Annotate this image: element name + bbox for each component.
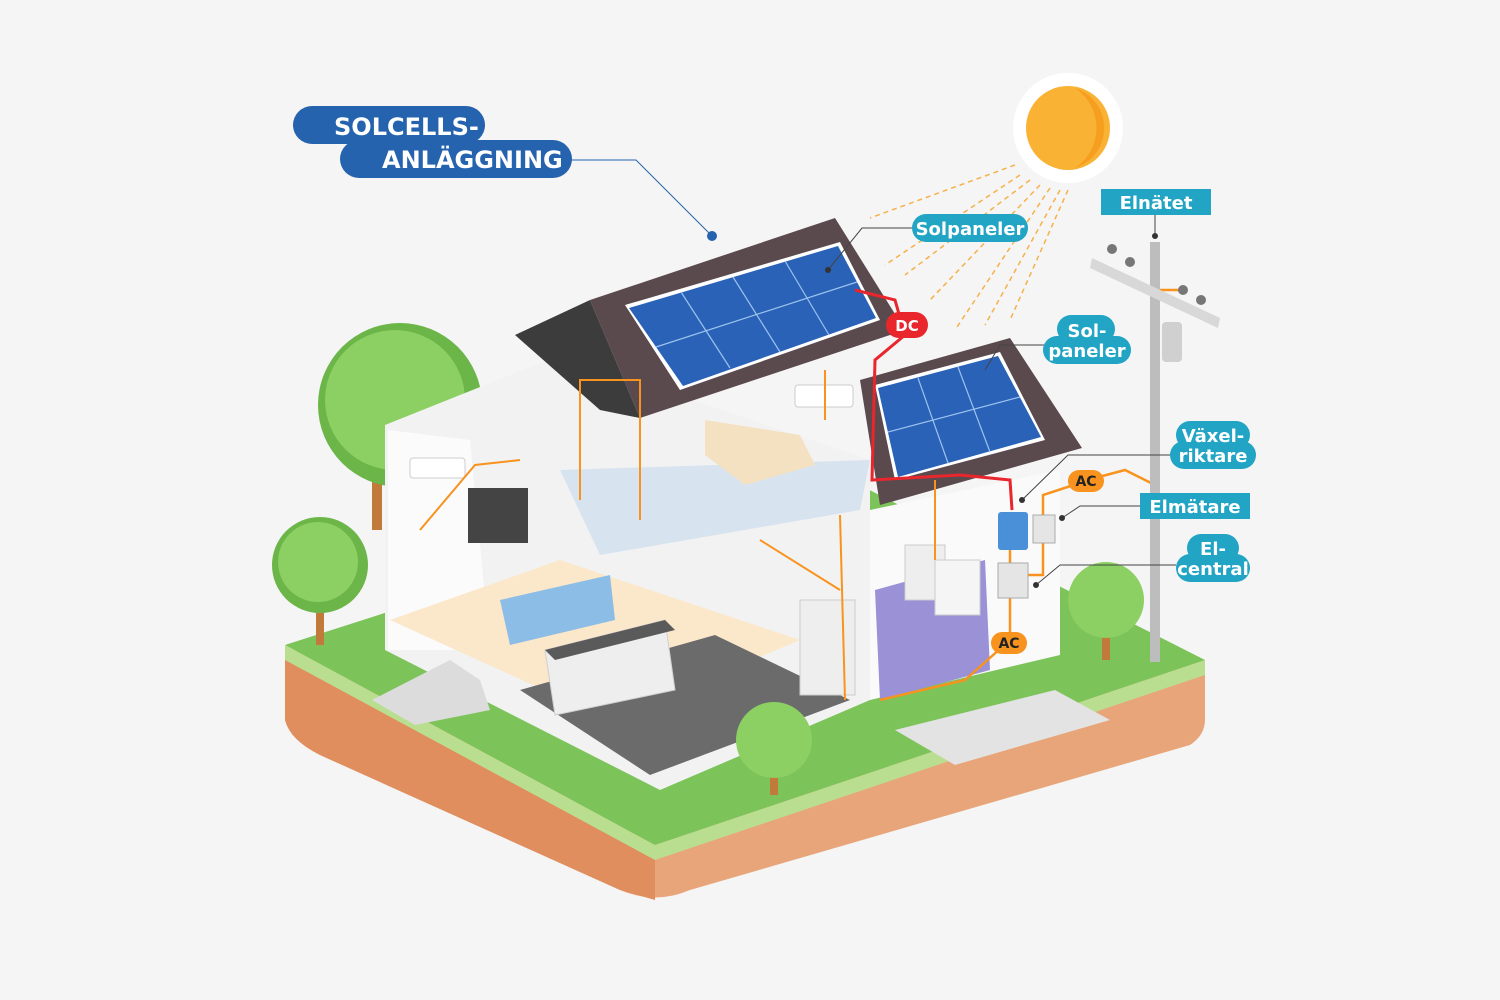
sun-icon (1013, 73, 1123, 183)
sofa (500, 575, 615, 645)
dc-wire (854, 288, 1014, 511)
bed (705, 420, 815, 485)
ac-unit (409, 457, 466, 479)
svg-text:Elnätet: Elnätet (1120, 193, 1193, 214)
svg-text:Sol-: Sol- (1068, 321, 1107, 342)
tag-dc: DC (886, 312, 928, 338)
svg-text:AC: AC (998, 636, 1019, 652)
label-vaxelriktare: Växel- riktare (1170, 421, 1256, 469)
breaker-panel-device (997, 562, 1029, 599)
svg-text:DC: DC (895, 317, 918, 335)
tree-right (1068, 562, 1144, 660)
title-banner: SOLCELLS- ANLÄGGNING (293, 106, 572, 178)
garage-roof (860, 338, 1082, 505)
svg-text:Solpaneler: Solpaneler (916, 219, 1025, 240)
svg-text:paneler: paneler (1048, 341, 1125, 362)
svg-text:central: central (1177, 559, 1249, 580)
inverter-device (998, 512, 1028, 550)
fridge (799, 599, 856, 696)
title-line-1: SOLCELLS- (334, 113, 479, 141)
svg-text:riktare: riktare (1179, 446, 1248, 467)
utility-pole (1090, 242, 1220, 662)
label-elmatare: Elmätare (1140, 493, 1250, 519)
tv (468, 488, 528, 543)
title-line-2: ANLÄGGNING (382, 145, 563, 174)
tree-left (272, 517, 368, 645)
svg-text:Elmätare: Elmätare (1149, 497, 1240, 518)
dryer (934, 559, 981, 616)
tag-ac-upper: AC (1068, 470, 1104, 492)
label-sol-paneler: Sol- paneler (1043, 315, 1131, 364)
callout-lines (570, 159, 1176, 586)
svg-text:AC: AC (1075, 474, 1096, 490)
label-elnatet: Elnätet (1101, 189, 1211, 215)
tree-front (736, 702, 812, 795)
tag-ac-lower: AC (991, 632, 1027, 654)
sun-rays (869, 164, 1069, 331)
svg-text:El-: El- (1200, 539, 1226, 560)
label-solpaneler: Solpaneler (912, 214, 1028, 242)
svg-text:Växel-: Växel- (1182, 426, 1245, 447)
meter-device (1032, 514, 1056, 544)
solar-panels-garage (878, 356, 1041, 477)
label-elcentral: El- central (1176, 534, 1250, 582)
